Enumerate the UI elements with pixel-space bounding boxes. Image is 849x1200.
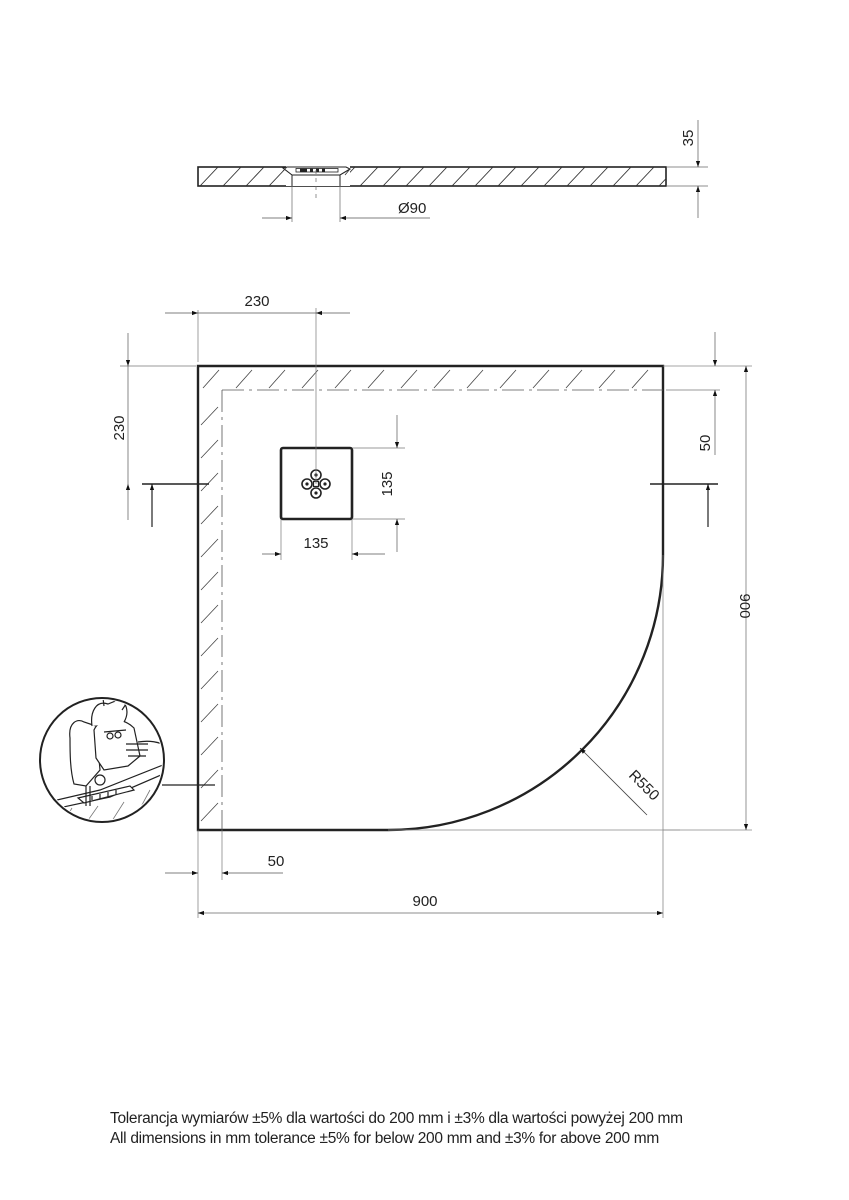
drain-offset-y-label: 230: [111, 415, 128, 440]
rim-hatch-top: [202, 369, 649, 389]
plan-view: 230 230 135 135 50 900: [111, 293, 753, 918]
tolerance-notes: Tolerancja wymiarów ±5% dla wartości do …: [110, 1109, 683, 1149]
jigsaw-cutting-icon: [39, 697, 215, 823]
drain-height-label: 135: [379, 471, 396, 496]
tolerance-note-en: All dimensions in mm tolerance ±5% for b…: [110, 1130, 660, 1147]
thickness-label: 35: [680, 130, 697, 147]
tolerance-note-pl: Tolerancja wymiarów ±5% dla wartości do …: [110, 1110, 683, 1127]
section-view: Ø90 35: [197, 120, 708, 222]
drain-grate: [279, 446, 354, 521]
left-rim-label: 50: [268, 853, 285, 870]
overall-depth-label: 900: [736, 593, 753, 618]
overall-width-label: 900: [412, 893, 437, 910]
drain-diameter-label: Ø90: [398, 200, 426, 217]
rim-hatch-left: [200, 406, 219, 822]
drain-offset-x-label: 230: [244, 293, 269, 310]
top-rim-label: 50: [697, 435, 714, 452]
drain-section-icon: [281, 166, 352, 186]
drain-width-label: 135: [303, 535, 328, 552]
